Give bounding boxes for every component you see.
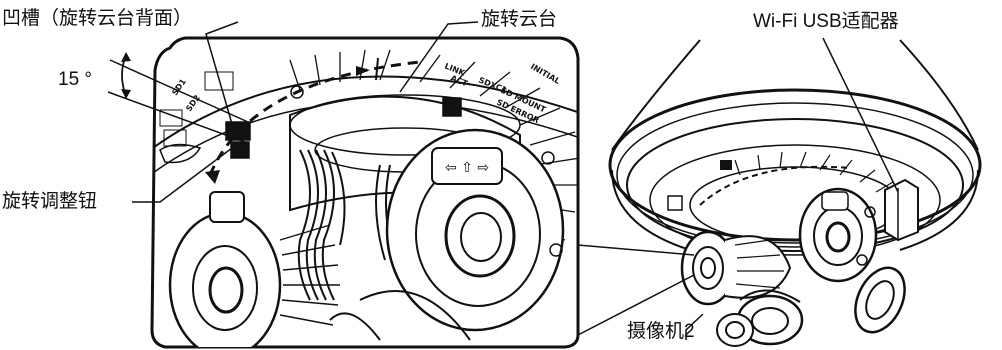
detail-view: ⇦ ⇧ ⇨: [150, 36, 580, 349]
cable-bundle: [297, 149, 396, 301]
camera-lens-right: ⇦ ⇧ ⇨: [385, 128, 565, 332]
groove-label: 凹槽（旋转云台背面）: [2, 8, 193, 29]
wifi-adapter-label: Wi-Fi USB适配器: [753, 11, 899, 32]
dome-camera-bottom: [716, 266, 906, 347]
svg-text:⇦ ⇧ ⇨: ⇦ ⇧ ⇨: [445, 160, 489, 176]
angle-label: 15 °: [58, 69, 93, 90]
camera2-label: 摄像机2: [627, 321, 695, 342]
callout-lines: [107, 21, 899, 340]
wifi-usb-adapter: [884, 178, 919, 242]
dome-camera-2: [680, 230, 792, 306]
dome-camera-view: [608, 39, 982, 347]
adjust-knob-label: 旋转调整钮: [2, 191, 98, 212]
dome-camera-right: [798, 187, 878, 283]
camera-lens-left: [168, 191, 340, 347]
rotating-platform-label: 旋转云台: [481, 9, 558, 30]
